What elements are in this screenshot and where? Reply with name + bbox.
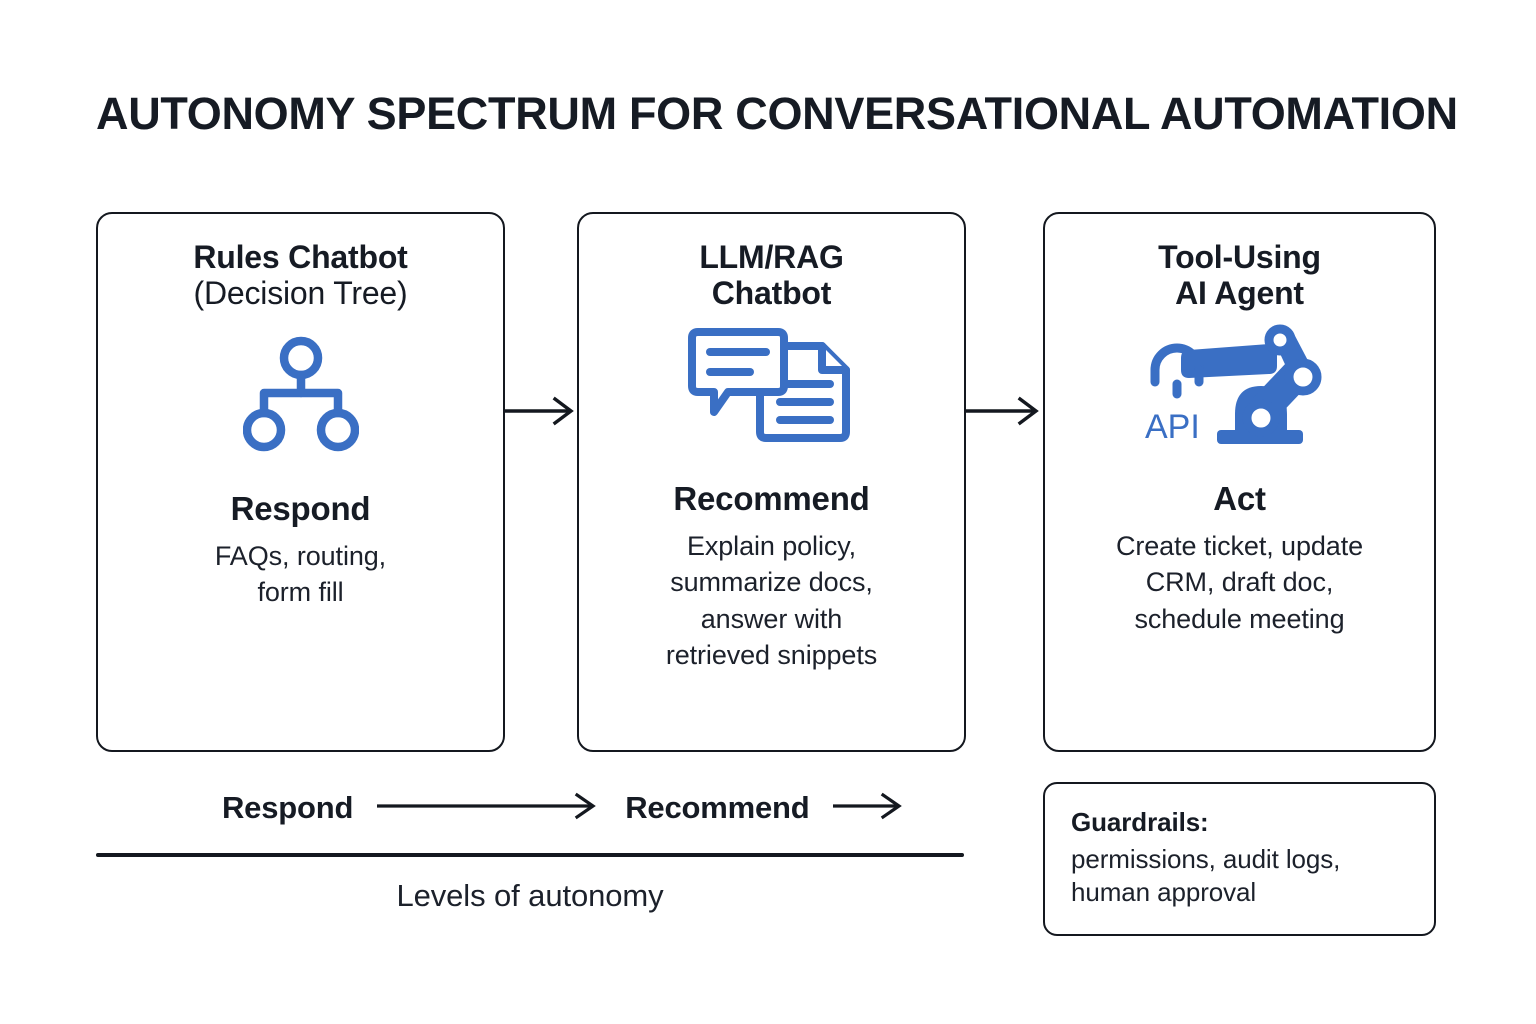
page-title: AUTONOMY SPECTRUM FOR CONVERSATIONAL AUT… — [96, 88, 1458, 139]
axis-baseline — [96, 853, 964, 857]
icon-container — [597, 318, 946, 450]
robot-arm-api-icon: API — [1145, 324, 1321, 446]
card-heading-secondary: Chatbot — [711, 274, 832, 311]
arrow-card1-to-card2 — [503, 396, 579, 426]
axis-label-respond: Respond — [222, 790, 354, 825]
card-examples: FAQs, routing,form fill — [214, 540, 387, 608]
stage-card-tool-using-ai-agent[interactable]: Tool-Using AI Agent — [1043, 212, 1436, 752]
axis-caption: Levels of autonomy — [396, 878, 664, 913]
guardrails-body: permissions, audit logs,human approval — [1071, 843, 1341, 907]
axis-arrow-long — [375, 792, 605, 825]
icon-container — [116, 328, 485, 460]
guardrails-box[interactable]: Guardrails: permissions, audit logs,huma… — [1043, 782, 1436, 936]
card-verb: Recommend — [673, 479, 870, 517]
stage-card-rules-chatbot[interactable]: Rules Chatbot (Decision Tree) Respond FA… — [96, 212, 505, 752]
card-examples: Explain policy,summarize docs,answer wit… — [665, 530, 878, 670]
card-heading: Rules Chatbot (Decision Tree) — [116, 239, 485, 312]
card-heading-secondary: AI Agent — [1175, 274, 1304, 311]
card-heading: LLM/RAG Chatbot — [597, 239, 946, 312]
arrow-card2-to-card3 — [964, 396, 1044, 426]
card-heading-primary: Rules Chatbot — [193, 239, 408, 275]
card-heading-secondary: (Decision Tree) — [193, 274, 408, 311]
axis-label-recommend: Recommend — [625, 790, 810, 825]
card-heading-primary: LLM/RAG — [699, 239, 844, 275]
axis-arrow-short — [831, 792, 911, 825]
stage-card-llm-rag-chatbot[interactable]: LLM/RAG Chatbot — [577, 212, 966, 752]
card-heading: Tool-Using AI Agent — [1063, 239, 1416, 312]
decision-tree-icon — [242, 336, 359, 451]
chat-document-icon — [687, 327, 850, 442]
card-heading-primary: Tool-Using — [1158, 239, 1321, 275]
icon-container: API — [1063, 318, 1416, 450]
guardrails-title: Guardrails: — [1071, 807, 1209, 837]
api-label: API — [1145, 408, 1200, 446]
autonomy-axis-row: Respond Recommend — [96, 782, 966, 834]
card-verb: Act — [1213, 479, 1266, 517]
card-verb: Respond — [230, 489, 371, 527]
